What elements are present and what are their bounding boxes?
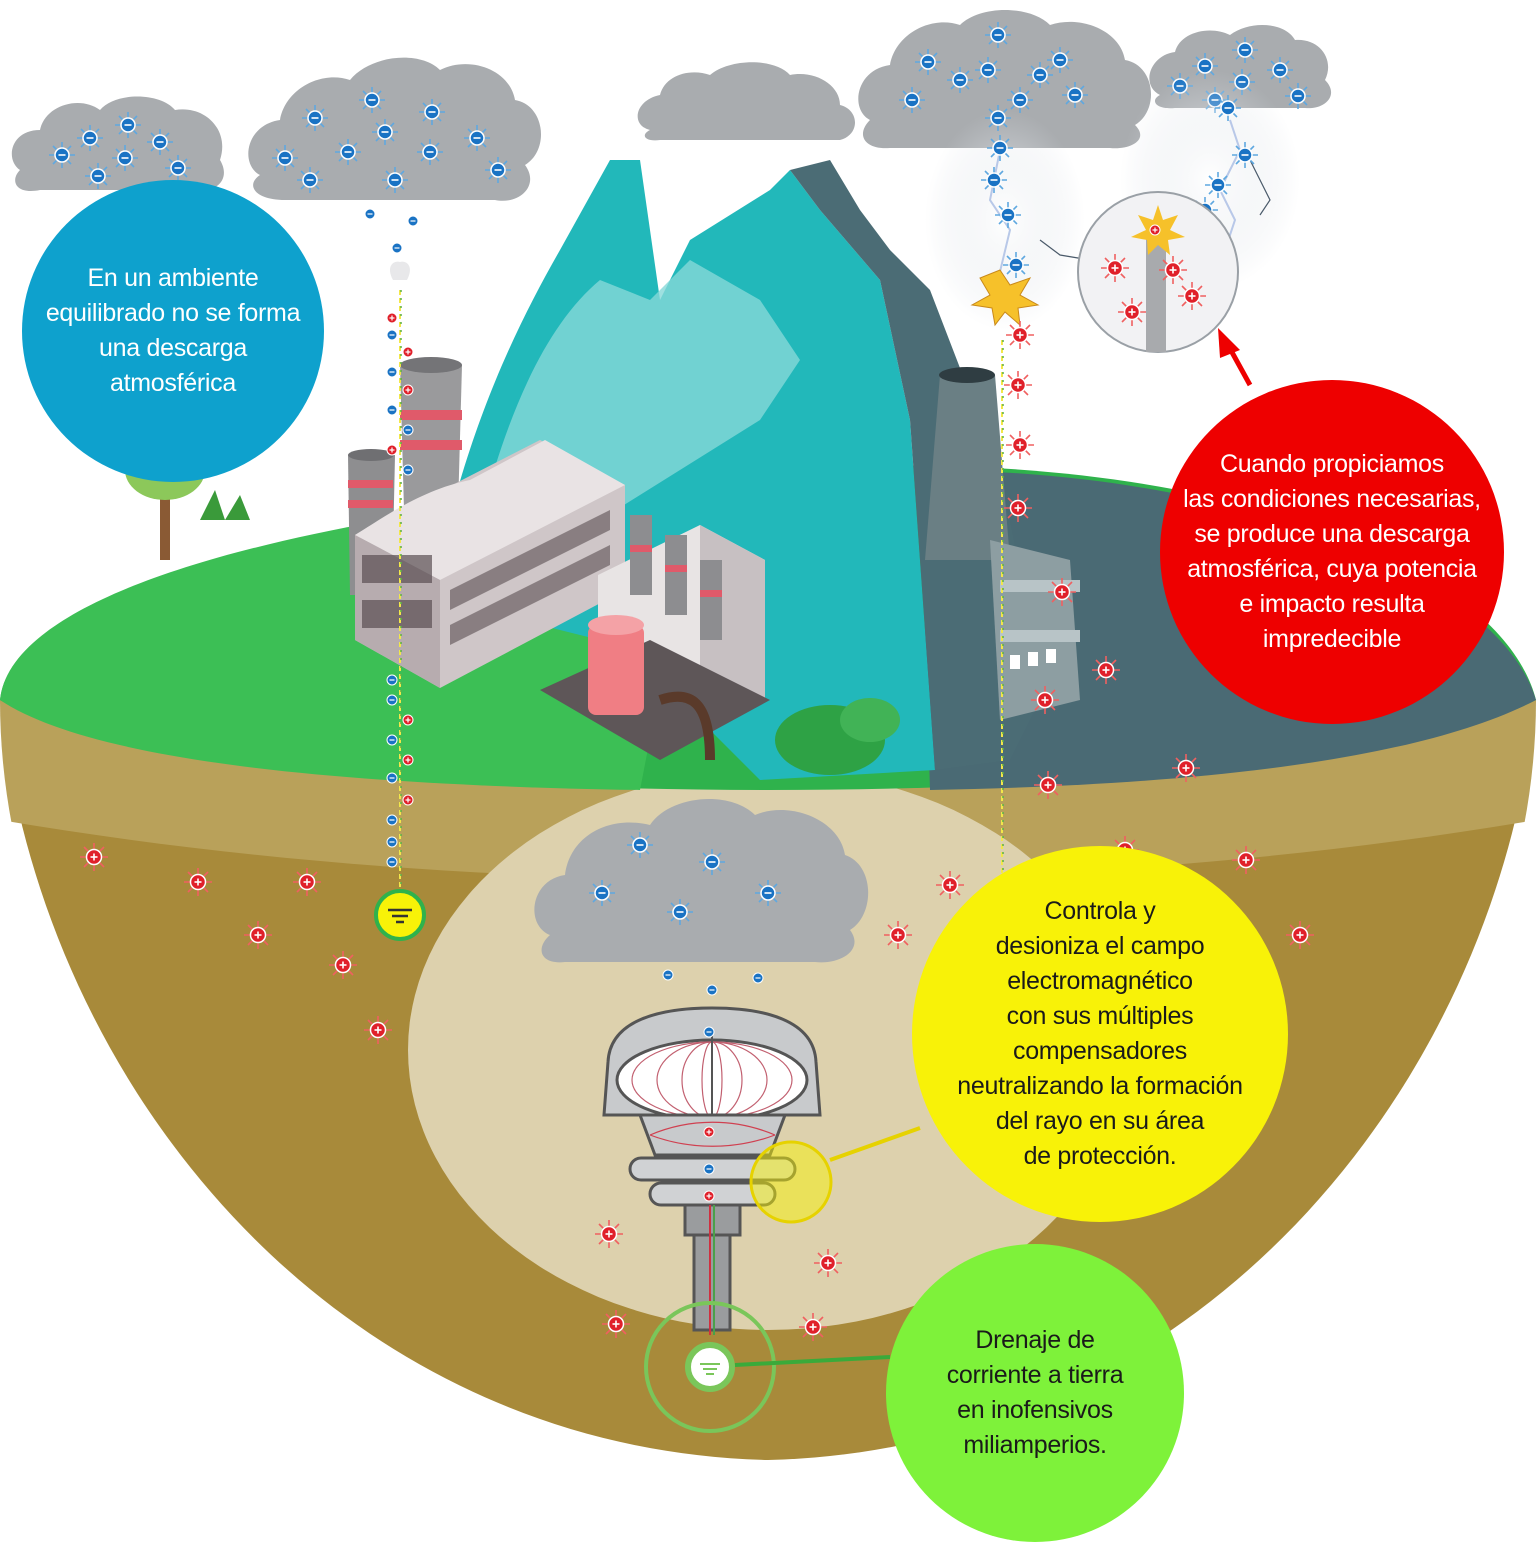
mountain-dark xyxy=(790,160,1040,770)
bush-icon xyxy=(775,698,900,775)
callout-balanced: En un ambiente equilibrado no se forma u… xyxy=(22,180,324,482)
ground-wire-left xyxy=(386,261,414,900)
ground-symbol-icon xyxy=(374,889,426,941)
callout-drainage: Drenaje de corriente a tierra en inofens… xyxy=(886,1244,1184,1542)
ground-wire-right xyxy=(1001,340,1004,880)
callout-drainage-text: Drenaje de corriente a tierra en inofens… xyxy=(946,1326,1124,1459)
power-plant-icon xyxy=(540,515,770,761)
negative-charge-icon xyxy=(364,208,419,254)
red-arrow-icon xyxy=(1218,328,1253,387)
callout-balanced-text: En un ambiente equilibrado no se forma u… xyxy=(45,264,301,397)
ground-symbol-icon xyxy=(644,1301,891,1433)
cloud-icon xyxy=(11,96,224,191)
callout-controls-text: Controla y desioniza el campo electromag… xyxy=(957,897,1243,1170)
cloud-icon xyxy=(858,10,1152,149)
cloud-icon xyxy=(248,57,542,201)
callout-unpredictable: Cuando propiciamos las condiciones neces… xyxy=(1160,380,1504,724)
magnifier-inset xyxy=(1077,191,1239,353)
spark-icon xyxy=(970,269,1040,327)
compensator-highlight xyxy=(749,1126,921,1224)
callout-controls: Controla y desioniza el campo electromag… xyxy=(912,846,1288,1222)
cloud-icon xyxy=(534,798,869,963)
factory-icon xyxy=(355,440,625,688)
cloud-icon xyxy=(637,62,855,141)
callout-unpredictable-text: Cuando propiciamos las condiciones neces… xyxy=(1183,450,1481,653)
